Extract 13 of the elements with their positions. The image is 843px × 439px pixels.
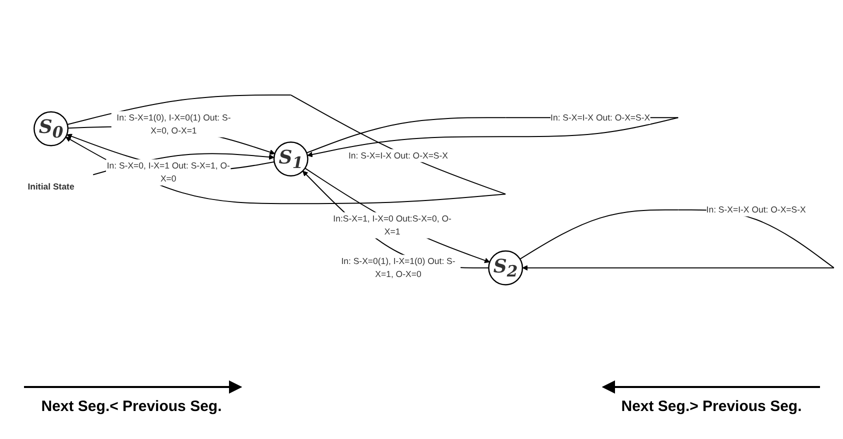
node-circle: S$_{2}$ [488,250,524,286]
direction-label: Next Seg.> Previous Seg. [621,398,802,415]
edge-label: In: S-X=0, I-X=1 Out: S-X=1, O-X=0 [106,160,230,184]
edge-label: In: S-X=I-X Out: O-X=S-X [348,150,448,160]
node-text: Initial State [28,181,74,192]
node-circle: S$_{0}$ [34,111,69,146]
direction-label: Next Seg.< Previous Seg. [41,398,222,415]
node-circle: S$_{1}$ [273,142,308,177]
edge-label: In: S-X=0(1), I-X=1(0) Out: S-X=1, O-X=0 [341,256,456,280]
edge-label: In: S-X=I-X Out: O-X=S-X [550,112,650,122]
edge-label: In: S-X=1(0), I-X=0(1) Out: S-X=0, O-X=1 [116,112,231,136]
edge-label: In: S-X=I-X Out: O-X=S-X [706,204,806,215]
edge-label: In:S-X=1, I-X=0 Out:S-X=0, O-X=1 [333,214,452,237]
